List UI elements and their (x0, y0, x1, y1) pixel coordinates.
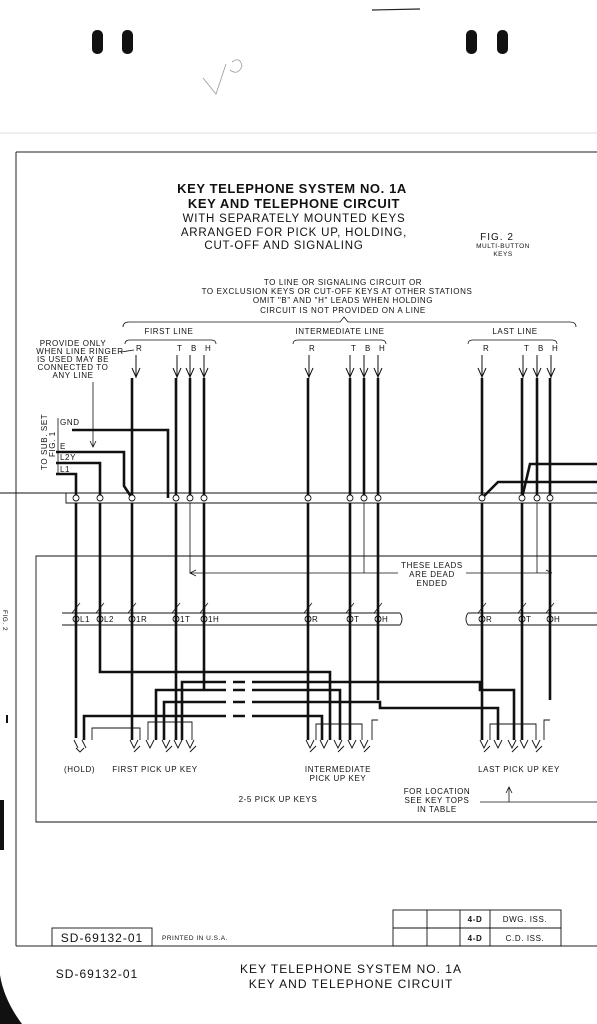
lead-letter-int-t: T (351, 344, 357, 353)
title-block-printed: PRINTED IN U.S.A. (162, 935, 228, 942)
lower-terminal-1r: 1R (136, 615, 147, 624)
subset-lead-l1: L1 (60, 465, 70, 474)
header-note-line-2: TO EXCLUSION KEYS OR CUT-OFF KEYS AT OTH… (202, 287, 473, 296)
title-block (51, 909, 562, 947)
top-edge-mark (371, 8, 421, 11)
title-block-drawing-no: SD-69132-01 (61, 931, 143, 945)
lead-letter-int-r: R (309, 344, 315, 353)
key-range-label: 2-5 PICK UP KEYS (239, 795, 318, 804)
title-line-3: WITH SEPARATELY MOUNTED KEYS (183, 213, 406, 225)
upper-key-contacts (131, 355, 556, 379)
lower-terminal-1t: 1T (180, 615, 191, 624)
key-wiring (74, 503, 552, 740)
key-label-intermediate-1: INTERMEDIATE (305, 765, 371, 774)
footer-drawing-no: SD-69132-01 (56, 967, 138, 981)
line-brace-first (124, 339, 217, 345)
lead-letter-last-h: H (552, 344, 558, 353)
header-note-line-1: TO LINE OR SIGNALING CIRCUIT OR (264, 278, 422, 287)
lead-letter-first-b: B (191, 344, 197, 353)
header-note-line-3: OMIT "B" AND "H" LEADS WHEN HOLDING (253, 296, 433, 305)
key-label-hold: (HOLD) (64, 765, 95, 774)
dead-end-note-line-2: ARE DEAD (409, 570, 455, 579)
dashed-continuation (214, 680, 262, 718)
lead-letter-last-t: T (524, 344, 530, 353)
key-enclosure (35, 555, 597, 823)
lead-letter-first-t: T (177, 344, 183, 353)
lower-terminal-int-h: H (382, 615, 388, 624)
subset-label-2: FIG. 1 (48, 431, 57, 457)
left-margin-label: FIG. 2 (1, 610, 8, 631)
location-note-line-1: FOR LOCATION (404, 787, 471, 796)
lower-terminal-last-r: R (486, 615, 492, 624)
key-label-last: LAST PICK UP KEY (478, 765, 560, 774)
figure-label: FIG. 2 (480, 232, 514, 243)
left-margin-bar (0, 800, 4, 850)
thin-key-wiring (91, 719, 550, 740)
binder-hole (92, 30, 103, 54)
title-line-5: CUT-OFF AND SIGNALING (204, 240, 363, 252)
title-line-1: KEY TELEPHONE SYSTEM NO. 1A (177, 181, 407, 196)
lead-letter-last-r: R (483, 344, 489, 353)
provide-note-leader (89, 349, 135, 448)
title-line-4: ARRANGED FOR PICK UP, HOLDING, (181, 227, 407, 239)
provide-note-line-3: IS USED MAY BE (37, 355, 109, 364)
figure-sublabel-2: KEYS (493, 251, 513, 258)
dead-end-note-line-3: ENDED (416, 579, 447, 588)
lower-key-contacts (73, 739, 543, 753)
lead-letter-int-h: H (379, 344, 385, 353)
lower-terminal-int-r: R (312, 615, 318, 624)
lead-letter-first-h: H (205, 344, 211, 353)
subset-lead-e: E (60, 442, 66, 451)
line-label-last: LAST LINE (492, 327, 537, 336)
issue-label-1: DWG. ISS. (503, 915, 548, 924)
header-bracket (122, 316, 577, 328)
binder-hole (122, 30, 133, 54)
line-brace-intermediate (292, 339, 387, 345)
provide-note-line-2: WHEN LINE RINGER (36, 347, 123, 356)
binder-hole (466, 30, 477, 54)
left-margin-tick (6, 715, 8, 723)
location-leader (480, 786, 597, 803)
corner-curl (0, 975, 22, 1024)
issue-code-1: 4-D (468, 915, 483, 924)
lower-terminal-int-t: T (354, 615, 360, 624)
lead-letter-last-b: B (538, 344, 544, 353)
location-note-line-2: SEE KEY TOPS (404, 796, 469, 805)
line-label-first: FIRST LINE (145, 327, 194, 336)
key-label-intermediate-2: PICK UP KEY (310, 774, 367, 783)
line-label-intermediate: INTERMEDIATE LINE (295, 327, 384, 336)
location-note-line-3: IN TABLE (417, 805, 457, 814)
heavy-wiring (56, 378, 597, 499)
subset-lead-gnd: GND (60, 418, 80, 427)
lead-letter-int-b: B (365, 344, 371, 353)
binder-hole (497, 30, 508, 54)
header-note-line-4: CIRCUIT IS NOT PROVIDED ON A LINE (260, 306, 426, 315)
provide-note-line-5: ANY LINE (52, 371, 93, 380)
lower-terminal-l2: L2 (104, 615, 114, 624)
lower-terminal-l1: L1 (80, 615, 90, 624)
footer-title-1: KEY TELEPHONE SYSTEM NO. 1A (240, 962, 462, 976)
upper-terminals (72, 494, 554, 502)
lead-letter-first-r: R (136, 344, 142, 353)
figure-sublabel-1: MULTI-BUTTON (476, 243, 530, 250)
footer-title-2: KEY AND TELEPHONE CIRCUIT (249, 977, 454, 991)
lower-terminal-1h: 1H (208, 615, 219, 624)
key-label-first: FIRST PICK UP KEY (112, 765, 198, 774)
provide-note-line-1: PROVIDE ONLY (40, 339, 107, 348)
line-brace-last (467, 339, 558, 345)
subset-lead-l2y: L2Y (60, 453, 76, 462)
provide-note-line-4: CONNECTED TO (38, 363, 109, 372)
issue-code-2: 4-D (468, 934, 483, 943)
lower-terminal-last-h: H (554, 615, 560, 624)
issue-label-2: C.D. ISS. (506, 934, 545, 943)
subset-label-1: TO SUB. SET (40, 414, 49, 470)
title-line-2: KEY AND TELEPHONE CIRCUIT (188, 196, 400, 211)
pencil-scribble (202, 59, 243, 95)
dead-end-note-line-1: THESE LEADS (401, 561, 463, 570)
lower-terminal-last-t: T (526, 615, 532, 624)
lower-terminal-strip (62, 612, 597, 626)
